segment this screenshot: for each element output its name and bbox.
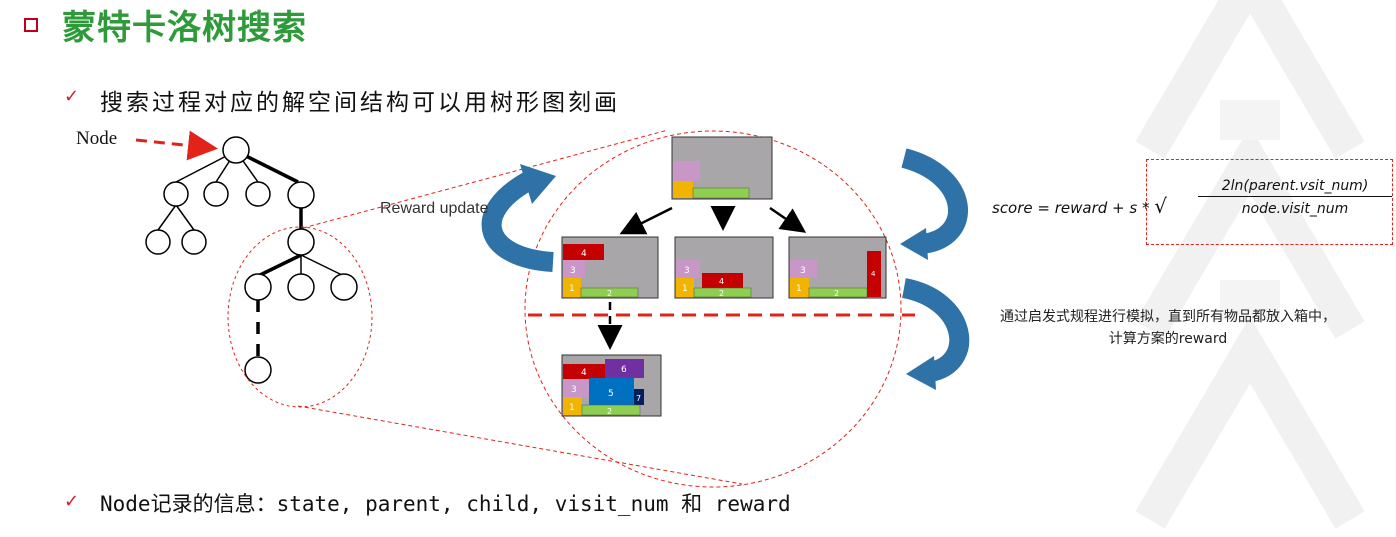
reward-update-label: Reward update — [380, 200, 489, 217]
zoom-connector-bottom — [297, 405, 743, 485]
bin-state-child-3: 3 1 2 4 — [788, 236, 887, 299]
box-label: 3 — [571, 385, 577, 395]
box-label: 5 — [608, 389, 614, 399]
box-label: 2 — [607, 407, 612, 416]
sqrt-symbol: √ — [1154, 194, 1167, 218]
formula-lhs: score = reward + s * — [992, 199, 1155, 217]
box-label: 4 — [719, 277, 724, 286]
bullet-node-info: Node记录的信息：state, parent, child, visit_nu… — [100, 492, 791, 516]
box-label: 7 — [636, 394, 641, 403]
expand-arrow-left — [619, 206, 673, 235]
node-pointer-arrow — [135, 130, 218, 161]
score-formula: score = reward + s * √ — [992, 194, 1167, 218]
box-label: 3 — [684, 266, 690, 276]
bin-state-root — [671, 136, 773, 200]
title-bullet-box — [24, 18, 38, 32]
tree-node — [287, 273, 315, 301]
tree-nodes — [145, 136, 358, 384]
zoom-circle — [524, 130, 902, 488]
bullet-tree-structure: 搜索过程对应的解空间结构可以用树形图刻画 — [100, 90, 620, 116]
box-label: 3 — [570, 266, 576, 276]
formula-numerator: 2ln(parent.vsit_num) — [1198, 178, 1392, 197]
box-label: 1 — [569, 284, 575, 294]
tree-edges — [157, 149, 345, 358]
bin-state-child-1: 4 3 1 2 — [561, 236, 659, 299]
tree-node — [145, 229, 171, 255]
tree-node — [244, 356, 272, 384]
reward-update-arrow — [481, 164, 556, 272]
tree-node — [287, 228, 315, 256]
tree-node — [244, 273, 272, 301]
tree-node — [163, 181, 189, 207]
box-label: 1 — [682, 284, 688, 294]
box-label: 1 — [569, 403, 575, 413]
tree-node — [330, 273, 358, 301]
box-label: 2 — [719, 289, 724, 298]
box-label: 2 — [834, 289, 839, 298]
focus-ellipse-small — [227, 226, 373, 408]
check-icon: ✓ — [64, 491, 80, 512]
box-label: 2 — [607, 289, 612, 298]
watermark-logo — [1135, 0, 1365, 529]
tree-node — [203, 181, 229, 207]
check-icon: ✓ — [64, 86, 80, 107]
bin-state-child-2: 3 1 4 2 — [674, 236, 774, 299]
box-label: 4 — [581, 368, 587, 378]
box-label: 1 — [796, 284, 802, 294]
formula-fraction: 2ln(parent.vsit_num) node.visit_num — [1198, 178, 1392, 217]
tree-node — [181, 229, 207, 255]
box-label: 4 — [871, 270, 876, 278]
formula-box — [1146, 159, 1393, 245]
box-label: 3 — [800, 266, 806, 276]
tree-node — [287, 181, 315, 209]
simulation-note: 通过启发式规程进行模拟，直到所有物品都放入箱中，计算方案的reward — [1000, 309, 1336, 347]
expand-arrow-right — [769, 206, 807, 233]
selection-arrow — [900, 148, 968, 260]
tree-node — [245, 181, 271, 207]
tree-node-root — [222, 136, 250, 164]
node-label: Node — [76, 128, 118, 149]
bin-state-simulated: 4 6 3 5 7 1 2 — [561, 354, 662, 417]
box-label: 6 — [621, 365, 627, 375]
box-label: 4 — [581, 249, 587, 259]
simulation-arrow — [901, 278, 970, 390]
formula-denominator: node.visit_num — [1241, 201, 1349, 217]
page-title: 蒙特卡洛树搜索 — [62, 8, 307, 48]
